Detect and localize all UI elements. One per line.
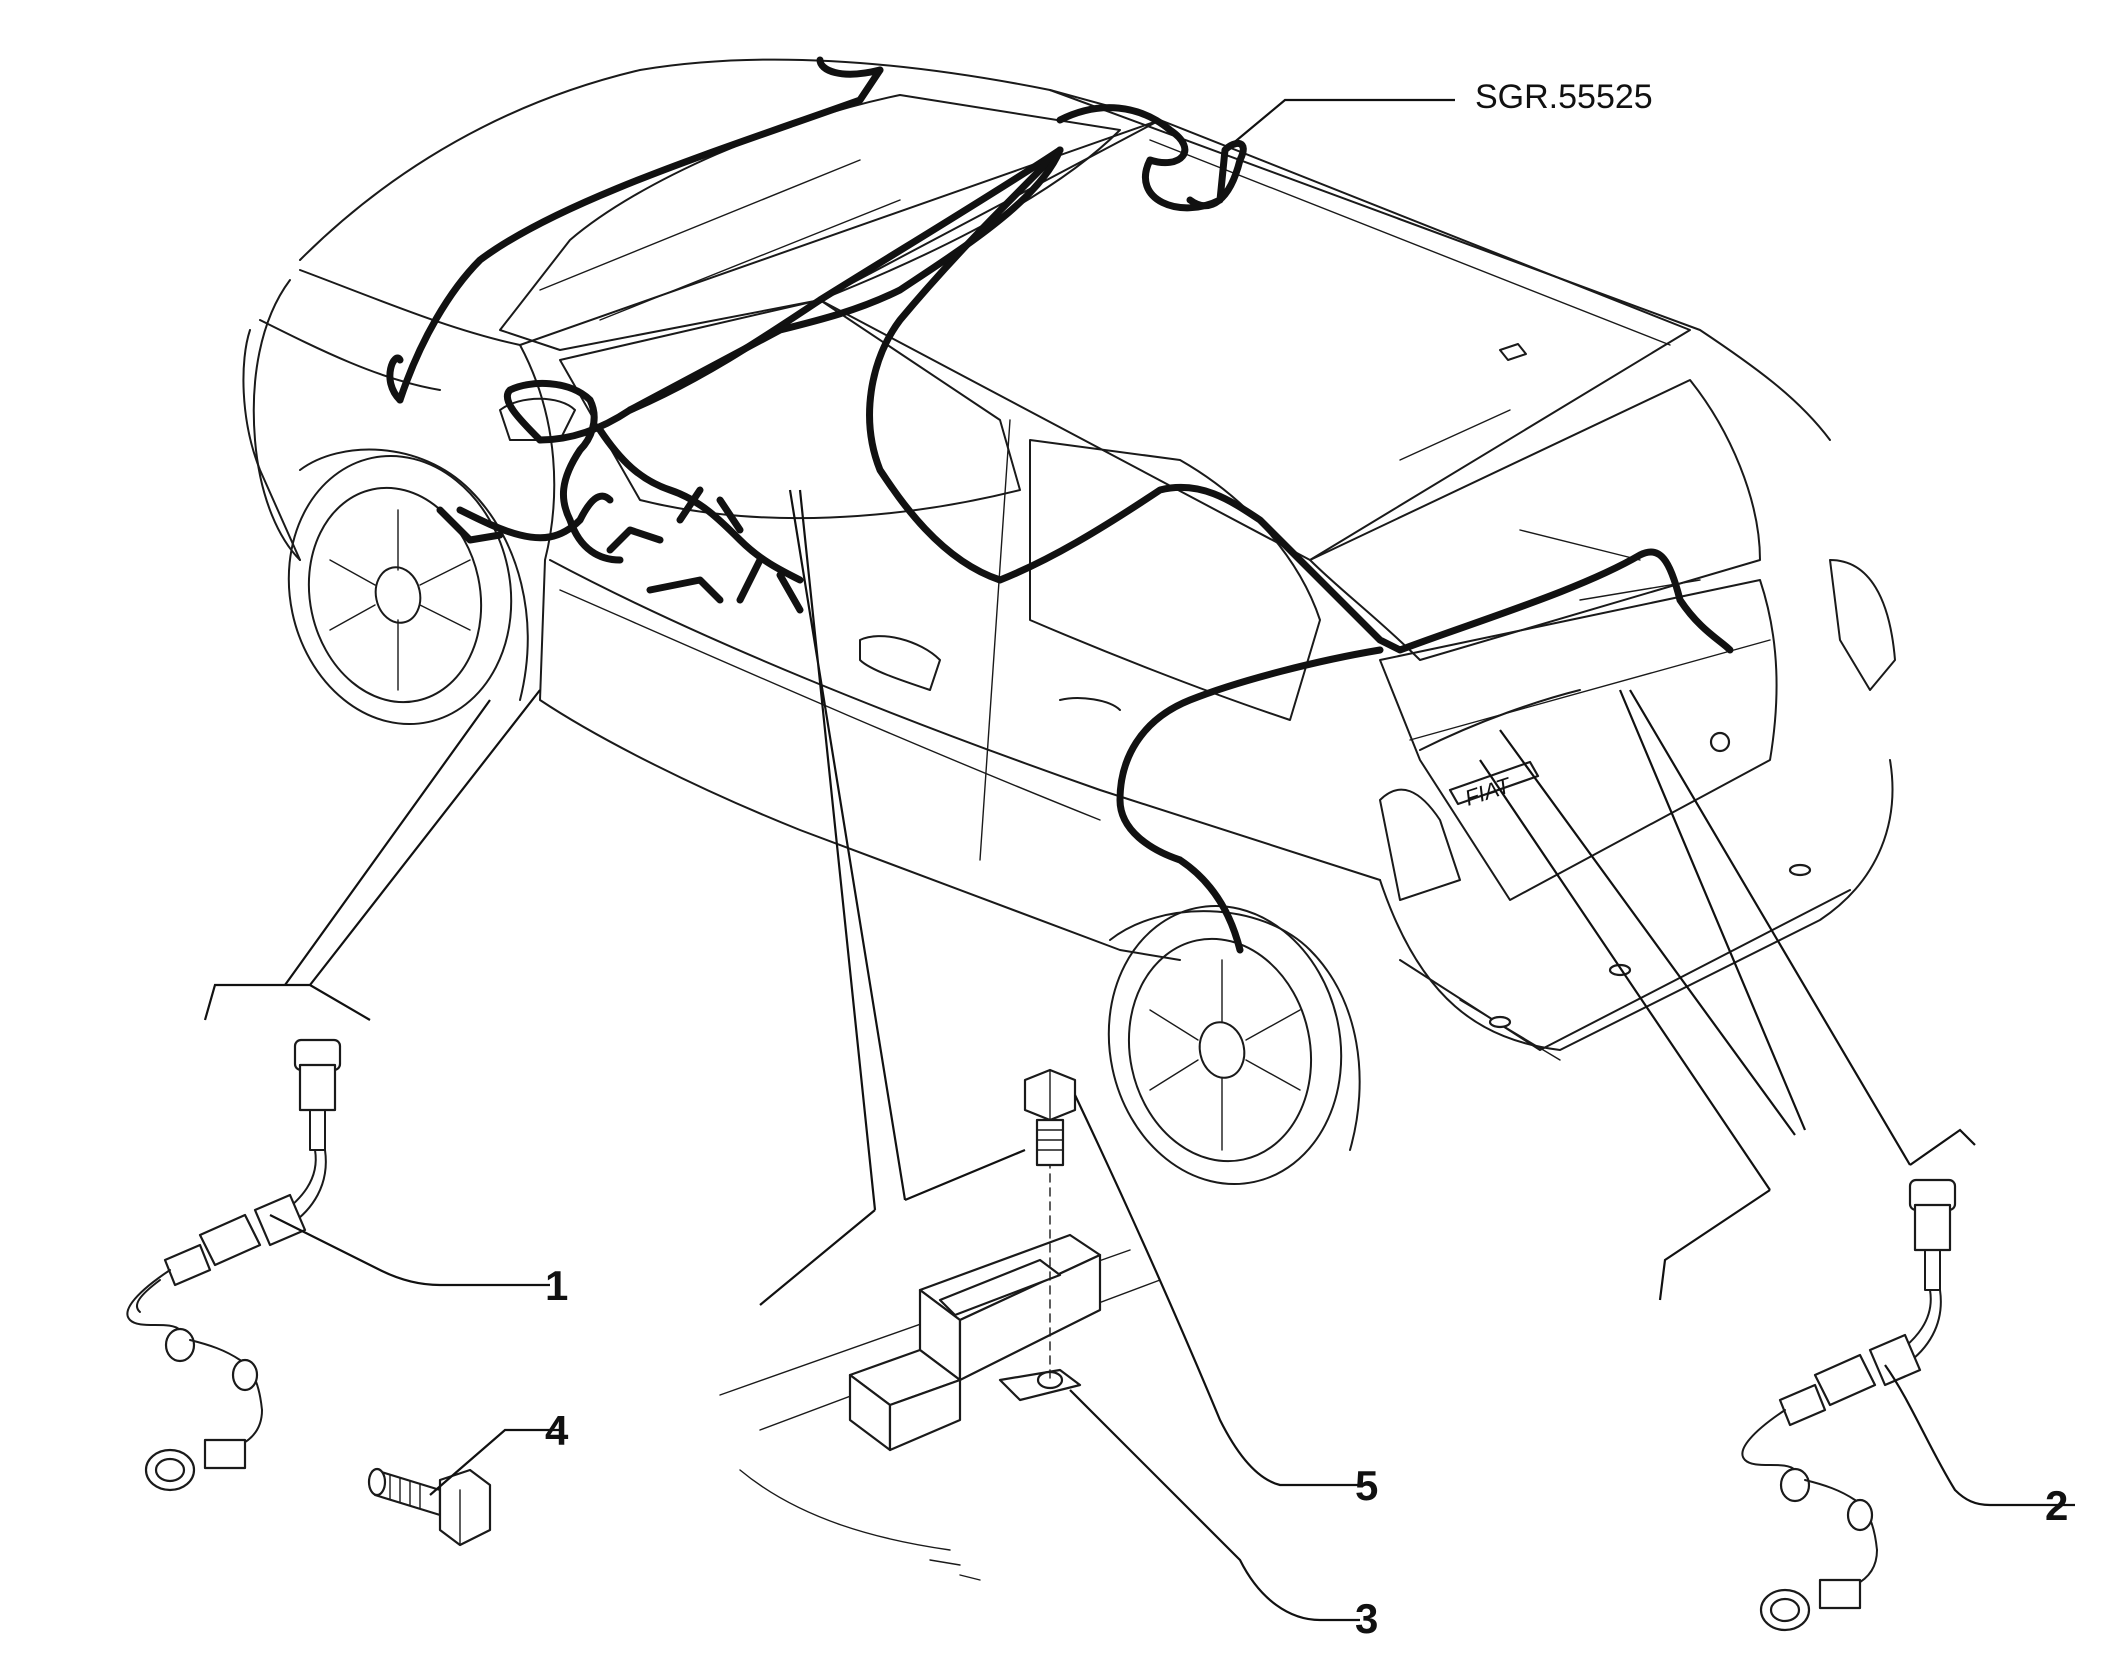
- callout-5: 5: [1355, 1462, 1378, 1509]
- callout-2: 2: [2045, 1482, 2068, 1529]
- callout-3: 3: [1355, 1595, 1378, 1642]
- loose-bolt: [367, 1428, 560, 1547]
- front-speed-sensor: [126, 1038, 550, 1492]
- car-body: FIAT: [242, 58, 1896, 1061]
- leader-lines: [203, 98, 1976, 1306]
- fiat-badge: FIAT: [1462, 772, 1515, 810]
- callout-4: 4: [545, 1407, 569, 1454]
- wiring-harness: [386, 56, 1734, 954]
- rear-speed-sensor: [1741, 1178, 2075, 1632]
- reference-code: SGR.55525: [1475, 78, 1653, 116]
- module-bolt: [1023, 1068, 1360, 1487]
- callout-1: 1: [545, 1262, 568, 1309]
- rear-wheel: [1107, 904, 1361, 1186]
- control-module: [719, 1159, 1360, 1622]
- front-wheel: [287, 448, 529, 726]
